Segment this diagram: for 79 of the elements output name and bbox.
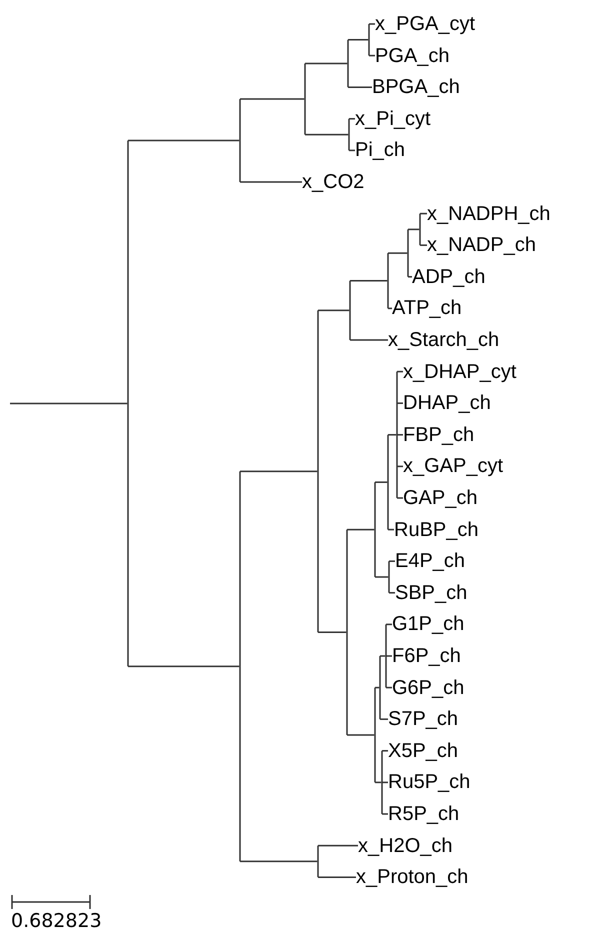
leaf-label: R5P_ch (388, 803, 460, 825)
leaf-label: x_NADPH_ch (427, 202, 550, 225)
tree-branch (382, 813, 388, 815)
leaf-label: x_CO2 (302, 171, 364, 193)
tree-branch (318, 876, 356, 878)
leaf-label: F6P_ch (392, 645, 461, 667)
leaf-label: G1P_ch (392, 613, 464, 636)
tree-branch (350, 339, 388, 341)
leaf-label: x_NADP_ch (427, 234, 536, 256)
tree-branch (348, 39, 368, 41)
leaf-label: X5P_ch (388, 740, 458, 762)
tree-branch (388, 252, 408, 254)
leaf-label: S7P_ch (388, 708, 458, 730)
tree-branch (348, 86, 372, 88)
leaf-label: FBP_ch (403, 424, 474, 446)
leaf-label: x_Pi_cyt (355, 108, 431, 130)
tree-branch (386, 686, 392, 688)
tree-branch (369, 54, 375, 56)
leaf-label: ADP_ch (412, 266, 486, 288)
tree-branch (420, 212, 427, 214)
leaf-label: G6P_ch (392, 676, 464, 699)
leaf-label: ATP_ch (392, 297, 462, 320)
tree-branch (386, 655, 392, 657)
tree-branch (128, 140, 240, 142)
leaf-label: x_Starch_ch (388, 329, 500, 351)
leaf-label: RuBP_ch (394, 518, 478, 541)
tree-branch (349, 150, 355, 152)
leaf-label: x_Proton_ch (356, 866, 468, 888)
leaf-label: x_GAP_cyt (403, 455, 504, 478)
tree-branch (375, 481, 388, 483)
tree-branch (375, 576, 388, 578)
tree-branch (388, 308, 392, 310)
leaf-label: BPGA_ch (372, 76, 460, 98)
leaf-label: DHAP_ch (403, 392, 491, 414)
tree-branch (240, 470, 318, 472)
tree-branch (397, 497, 403, 499)
tree-branch (388, 434, 396, 436)
tree-branch (382, 750, 388, 752)
scale-value: 0.682823 (11, 910, 102, 932)
tree-branch (397, 370, 403, 372)
leaf-label: E4P_ch (395, 550, 466, 572)
tree-branch (408, 276, 412, 278)
tree-branch (305, 62, 348, 64)
leaf-label: x_PGA_cyt (375, 13, 476, 35)
tree-branch (382, 782, 388, 784)
tree-branch (380, 718, 388, 720)
leaf-label: SBP_ch (395, 582, 468, 604)
leaf-label: GAP_ch (403, 487, 478, 509)
tree-branch (420, 244, 427, 246)
tree-branch (388, 528, 394, 530)
tree-branch (397, 466, 403, 468)
leaf-label: x_DHAP_cyt (403, 360, 516, 383)
tree-branch (369, 23, 375, 25)
tree-branch (397, 434, 403, 436)
tree-branch (318, 632, 346, 634)
tree-branch (240, 98, 304, 100)
tree-branch (240, 181, 302, 183)
tree-branch (375, 782, 382, 784)
tree-branch (386, 624, 392, 626)
tree-branch (389, 592, 395, 594)
tree-branch (305, 134, 348, 136)
tree-branch (375, 686, 380, 688)
tree-branch (389, 560, 395, 562)
leaf-label: Ru5P_ch (388, 771, 470, 794)
leaf-label: x_H2O_ch (358, 834, 452, 857)
tree-branch (128, 666, 240, 668)
leaf-label: PGA_ch (375, 44, 450, 67)
tree-branch (347, 734, 374, 736)
tree-branch (350, 280, 388, 282)
tree-branch (240, 860, 318, 862)
tree-branch (10, 402, 128, 404)
tree-branch (349, 118, 355, 120)
tree-branch (347, 528, 374, 530)
tree-branch (397, 402, 403, 404)
tree-branch (318, 844, 358, 846)
tree-branch (380, 655, 386, 657)
tree-branch (318, 310, 350, 312)
tree-branch (408, 228, 420, 230)
leaf-label: Pi_ch (355, 139, 406, 162)
